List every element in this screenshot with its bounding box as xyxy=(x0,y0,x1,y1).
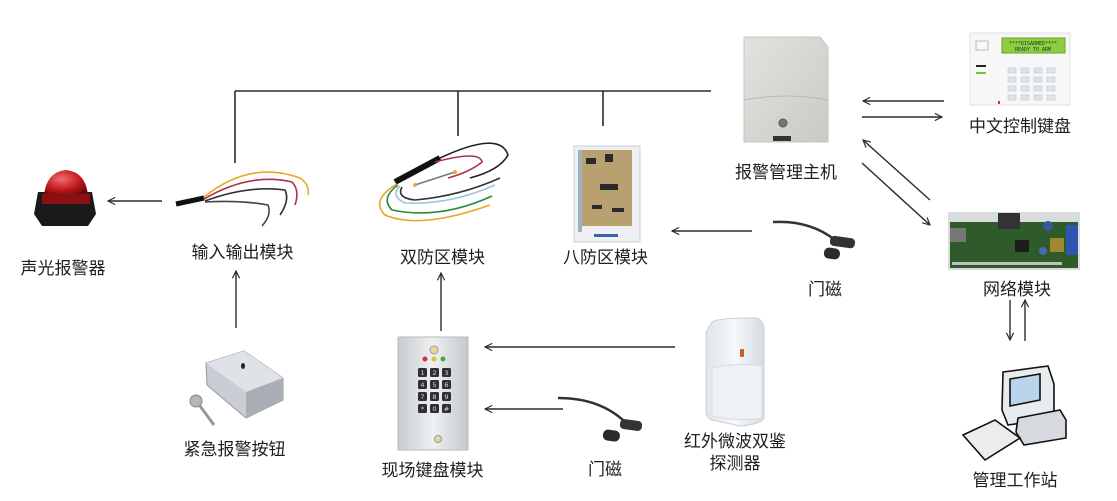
label-chinese-keypad: 中文控制键盘 xyxy=(969,117,1071,137)
arrow-host-to-network xyxy=(861,162,930,225)
label-panic-button: 紧急报警按钮 xyxy=(183,440,286,460)
keypad-key-label: 3 xyxy=(444,369,448,377)
keypad-key[interactable] xyxy=(430,392,439,401)
keypad-key-label: 5 xyxy=(432,381,436,389)
label-pir-line1: 红外微波双鉴 xyxy=(684,432,786,452)
keypad-key-label: 9 xyxy=(444,393,448,401)
label-dual-zone: 双防区模块 xyxy=(400,248,485,268)
label-site-keypad: 现场键盘模块 xyxy=(381,461,484,481)
alarm-control-panel-icon[interactable] xyxy=(743,36,829,143)
label-network-module: 网络模块 xyxy=(983,280,1051,300)
keypad-key-label: 4 xyxy=(420,381,424,389)
keypad-key-label: * xyxy=(421,405,425,413)
keypad-key[interactable] xyxy=(430,380,439,389)
panic-button-icon[interactable] xyxy=(189,350,284,426)
wired-module-icon[interactable] xyxy=(175,171,310,227)
bus-lines xyxy=(234,90,711,163)
computer-icon[interactable] xyxy=(961,365,1067,462)
label-io-module: 输入输出模块 xyxy=(191,243,294,263)
keypad-key[interactable] xyxy=(442,392,451,401)
keypad-key-label: 0 xyxy=(432,405,436,413)
keypad-key-label: 8 xyxy=(432,393,436,401)
door-contact-icon-2[interactable] xyxy=(557,396,643,442)
label-pir-detector: 红外微波双鉴 探测器 xyxy=(670,431,800,475)
lcd-keypad-icon[interactable]: ****DISARMED**** READY TO ARM xyxy=(969,32,1071,106)
zone-board-icon[interactable] xyxy=(573,145,641,243)
keypad-key[interactable] xyxy=(430,404,439,413)
door-contact-icon[interactable] xyxy=(772,220,856,260)
keypad-key-label: 7 xyxy=(420,393,424,401)
keypad-key-label: 2 xyxy=(432,369,436,377)
strobe-siren-icon[interactable] xyxy=(34,170,96,226)
label-siren: 声光报警器 xyxy=(20,259,106,279)
lcd-line2: READY TO ARM xyxy=(1015,47,1051,53)
keypad-key[interactable] xyxy=(418,404,427,413)
arrow-network-to-host xyxy=(863,140,931,201)
keypad-key[interactable] xyxy=(418,392,427,401)
keypad-key[interactable] xyxy=(442,368,451,377)
keypad-key[interactable] xyxy=(430,368,439,377)
label-eight-zone: 八防区模块 xyxy=(563,248,648,268)
network-board-icon[interactable] xyxy=(948,212,1080,270)
keypad-key[interactable] xyxy=(418,380,427,389)
motion-detector-icon[interactable] xyxy=(705,317,765,427)
keypad-key-label: 6 xyxy=(444,381,448,389)
label-workstation: 管理工作站 xyxy=(972,471,1058,491)
label-host: 报警管理主机 xyxy=(735,163,837,183)
keypad-key[interactable] xyxy=(442,380,451,389)
lcd-line1: ****DISARMED**** xyxy=(1009,41,1057,47)
keypad-key-label: # xyxy=(444,405,449,413)
wired-module-icon-dual[interactable] xyxy=(378,142,509,222)
label-pir-line2: 探测器 xyxy=(709,454,761,474)
keypad-key-label: 1 xyxy=(420,369,424,377)
label-door-contact-2: 门磁 xyxy=(588,460,622,480)
label-door-contact-1: 门磁 xyxy=(808,280,842,300)
keypad-key[interactable] xyxy=(418,368,427,377)
keypad-key[interactable] xyxy=(442,404,451,413)
